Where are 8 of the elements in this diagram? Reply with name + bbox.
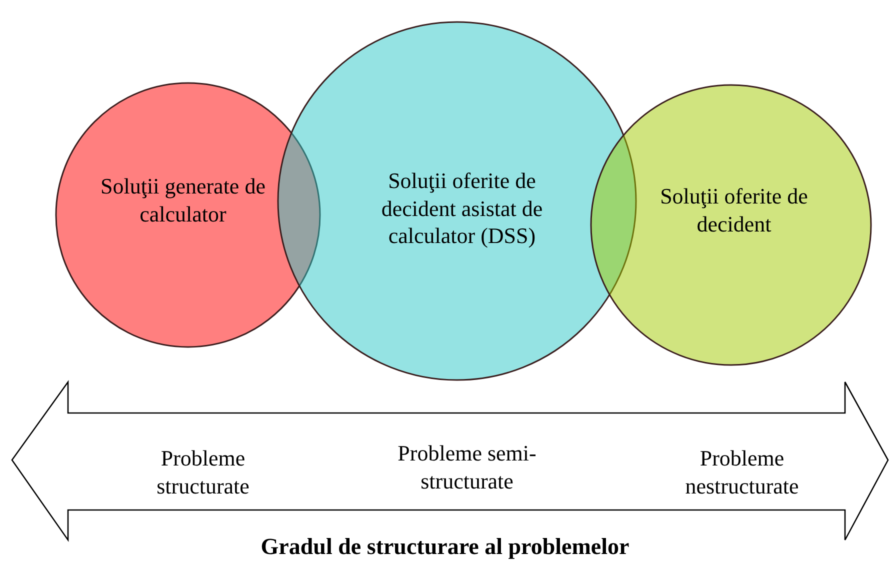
band-label: Probleme structurate [156, 444, 250, 500]
circle [590, 84, 872, 366]
caption: Gradul de structurare al problemelor [260, 534, 630, 560]
circle-label: Soluţii oferite de decident [659, 182, 809, 238]
circle-label: Soluţii generate de calculator [100, 172, 266, 228]
band-label: Probleme semi-structurate [396, 440, 538, 494]
band-label: Probleme nestructurate [684, 444, 800, 500]
circle-label: Soluţii oferite de decident asistat de calculator (DSS) [380, 166, 544, 250]
